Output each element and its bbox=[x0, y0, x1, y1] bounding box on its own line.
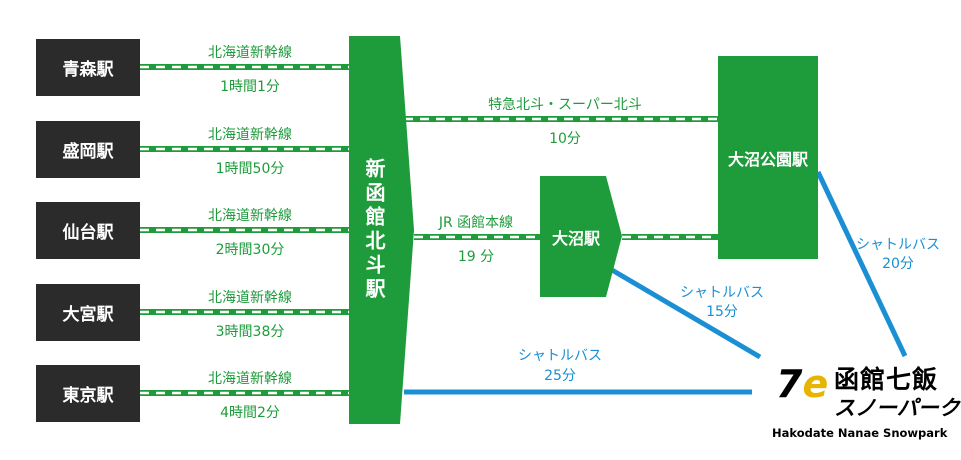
time-label-tokyo: 4時間2分 bbox=[220, 405, 280, 421]
logo-mark: 7e bbox=[776, 362, 829, 406]
express-time-label: 10分 bbox=[549, 131, 581, 147]
origin-rail-lines bbox=[140, 64, 349, 396]
origin-station-sendai: 仙台駅 bbox=[36, 202, 140, 259]
time-label-omiya: 3時間38分 bbox=[215, 324, 285, 340]
line-label-sendai: 北海道新幹線 bbox=[208, 208, 292, 224]
origin-station-morioka: 盛岡駅 bbox=[36, 121, 140, 178]
line-label-tokyo: 北海道新幹線 bbox=[208, 371, 292, 387]
origin-station-tokyo: 東京駅 bbox=[36, 365, 140, 422]
onuma-koen-station: 大沼公園駅 bbox=[718, 56, 818, 259]
shuttle-label-hub: シャトルバス bbox=[518, 348, 602, 364]
shuttle-line-koen bbox=[815, 170, 908, 358]
time-label-morioka: 1時間50分 bbox=[215, 161, 285, 177]
shuttle-time-hub: 25分 bbox=[544, 368, 576, 384]
logo-title-jp: 函館七飯 bbox=[834, 365, 939, 394]
time-label-sendai: 2時間30分 bbox=[215, 242, 285, 258]
shuttle-line-onuma bbox=[610, 267, 762, 360]
shuttle-label-koen: シャトルバス bbox=[856, 237, 940, 253]
origin-station-aomori: 青森駅 bbox=[36, 39, 140, 96]
logo-title-en: Hakodate Nanae Snowpark bbox=[772, 426, 948, 440]
hub-station-shape bbox=[349, 36, 414, 424]
line-label-morioka: 北海道新幹線 bbox=[208, 127, 292, 143]
time-label-aomori: 1時間1分 bbox=[220, 79, 280, 95]
shuttle-time-onuma: 15分 bbox=[706, 304, 738, 320]
line-label-aomori: 北海道新幹線 bbox=[208, 45, 292, 61]
snowpark-logo: 7e 函館七飯 スノーパーク Hakodate Nanae Snowpark bbox=[770, 358, 960, 444]
shuttle-time-koen: 20分 bbox=[882, 256, 914, 272]
onuma-station-shape bbox=[540, 176, 622, 297]
jr-line-label: JR 函館本線 bbox=[438, 215, 514, 231]
jr-time-label: 19 分 bbox=[457, 249, 495, 265]
logo-subtitle-jp: スノーパーク bbox=[834, 396, 960, 420]
onuma-station-label: 大沼駅 bbox=[551, 228, 600, 248]
express-line-label: 特急北斗・スーパー北斗 bbox=[488, 97, 642, 113]
shuttle-label-onuma: シャトルバス bbox=[680, 285, 764, 301]
hub-station-label: 新函館北斗駅 bbox=[362, 158, 386, 302]
origin-station-omiya: 大宮駅 bbox=[36, 284, 140, 341]
line-label-omiya: 北海道新幹線 bbox=[208, 290, 292, 306]
